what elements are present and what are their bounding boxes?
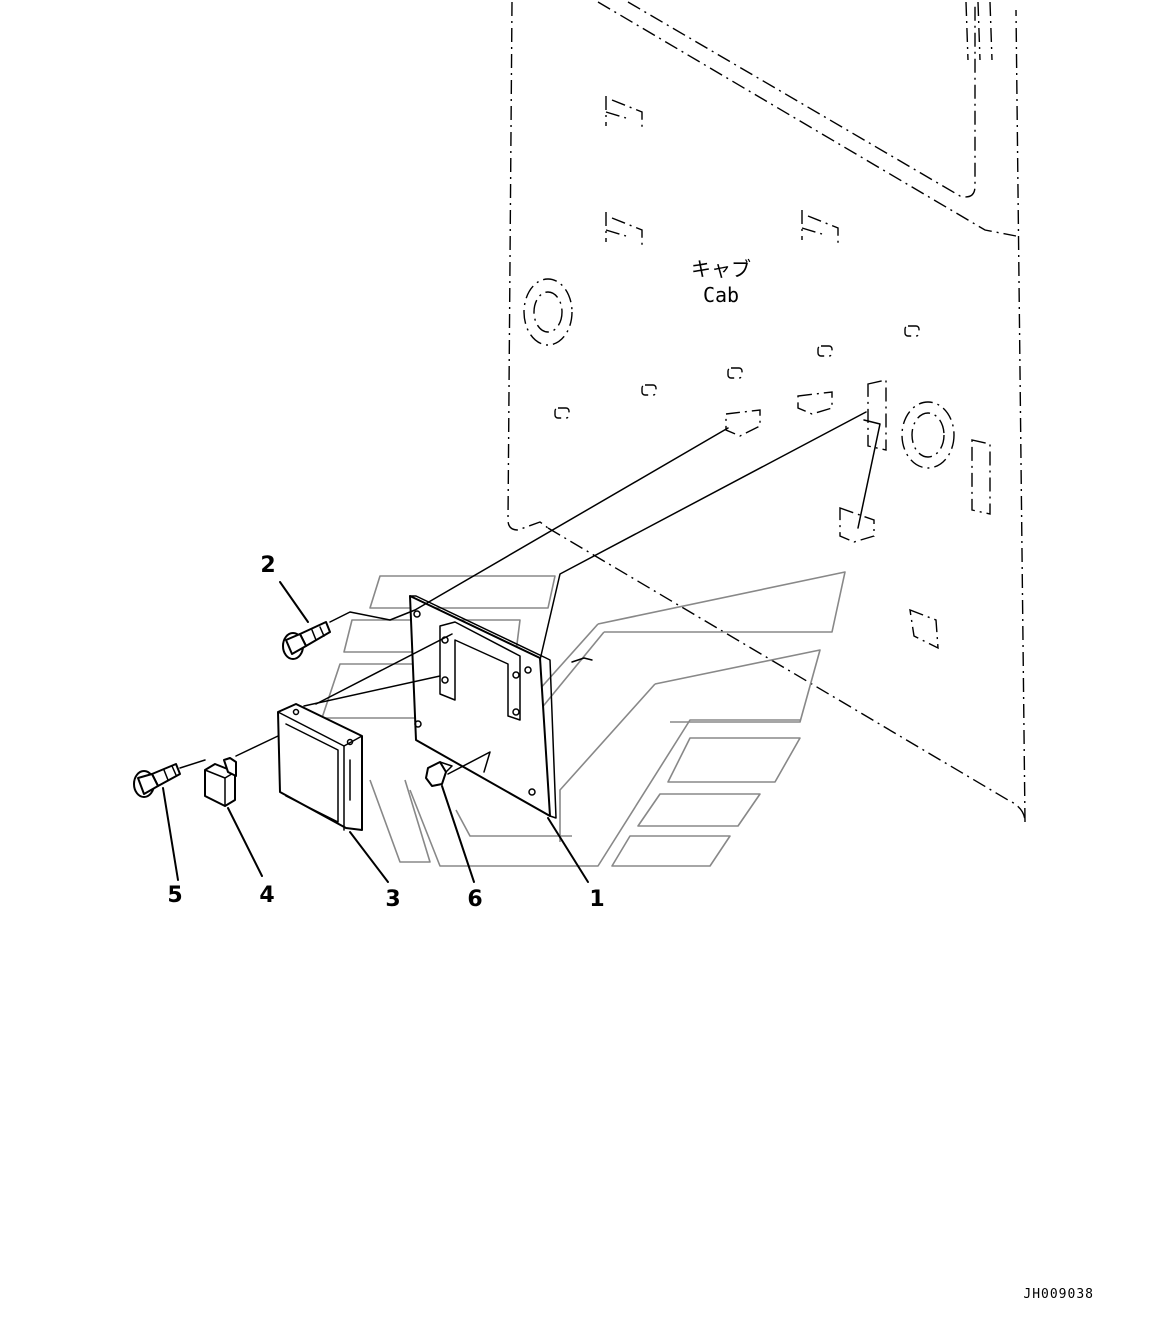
leader-lines xyxy=(162,411,881,883)
bolt-lower xyxy=(133,763,181,798)
callout-5: 5 xyxy=(167,883,182,908)
callout-2: 2 xyxy=(260,553,275,578)
callouts: 1 2 3 4 5 6 xyxy=(167,553,604,912)
cab-panel: キャブ Cab xyxy=(507,1,1026,823)
relay xyxy=(204,757,237,807)
clip xyxy=(425,761,453,787)
cab-label-jp: キャブ xyxy=(691,257,751,281)
callout-4: 4 xyxy=(259,883,274,908)
callout-3: 3 xyxy=(385,887,400,912)
cab-label-en: Cab xyxy=(703,283,739,307)
bolt-upper xyxy=(282,621,331,660)
mounting-plate xyxy=(409,595,557,819)
controller-box xyxy=(277,703,363,831)
callout-1: 1 xyxy=(589,887,604,912)
drawing-id: JH009038 xyxy=(1023,1287,1094,1302)
callout-6: 6 xyxy=(467,887,482,912)
